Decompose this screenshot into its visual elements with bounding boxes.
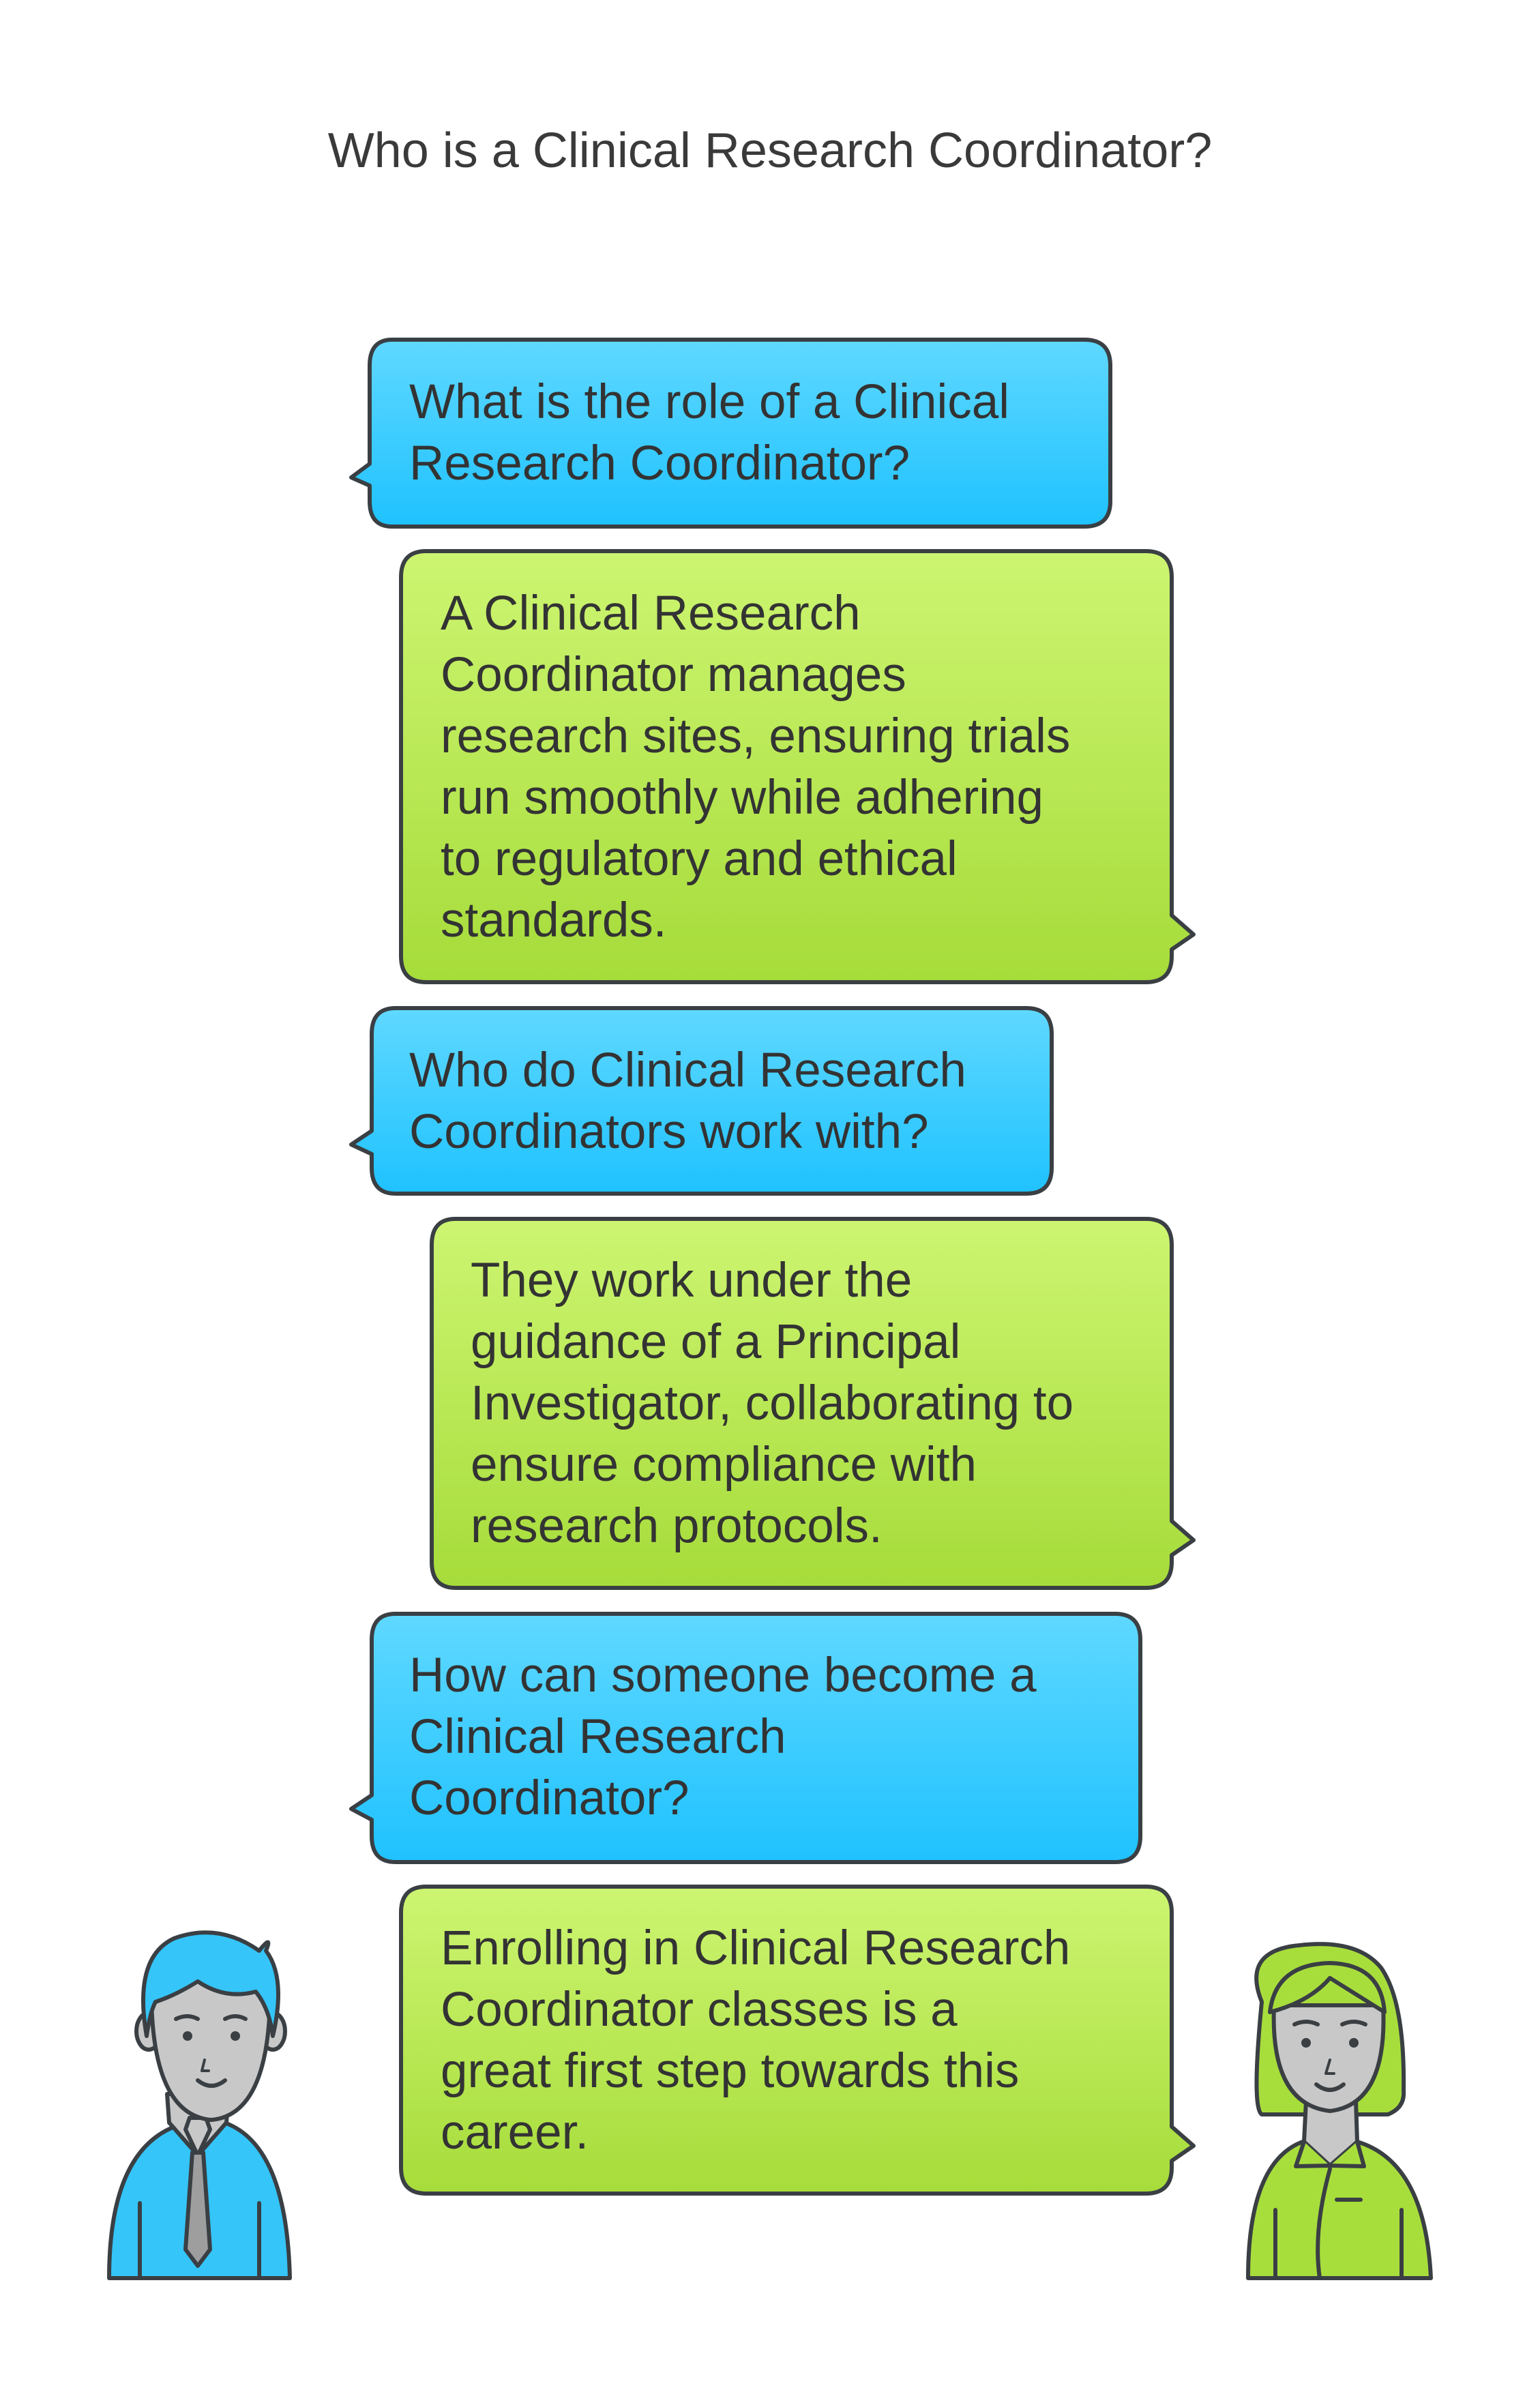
answer-bubble-3 — [399, 1885, 1196, 2196]
answer-text-3: Enrolling in Clinical Research Coordinat… — [441, 1921, 1071, 2159]
question-text-1: What is the role of a Clinical Research … — [409, 375, 1009, 490]
diagram-title: Who is a Clinical Research Coordinator? — [327, 123, 1213, 178]
question-text-3: How can someone become a Clinical Resear… — [409, 1649, 1037, 1825]
question-bubble-3 — [349, 1612, 1142, 1864]
answer-text-2: They work under the guidance of a Princi… — [471, 1254, 1074, 1553]
answer-bubble-1 — [399, 549, 1196, 984]
question-text-2: Who do Clinical Research Coordinators wo… — [409, 1044, 966, 1159]
woman-icon — [1246, 1942, 1433, 2280]
answer-bubble-2 — [430, 1217, 1196, 1590]
man-with-tie-icon — [107, 1930, 292, 2280]
question-bubble-1 — [349, 338, 1112, 529]
question-bubble-2 — [349, 1006, 1054, 1196]
answer-text-1: A Clinical Research Coordinator manages … — [441, 587, 1071, 947]
